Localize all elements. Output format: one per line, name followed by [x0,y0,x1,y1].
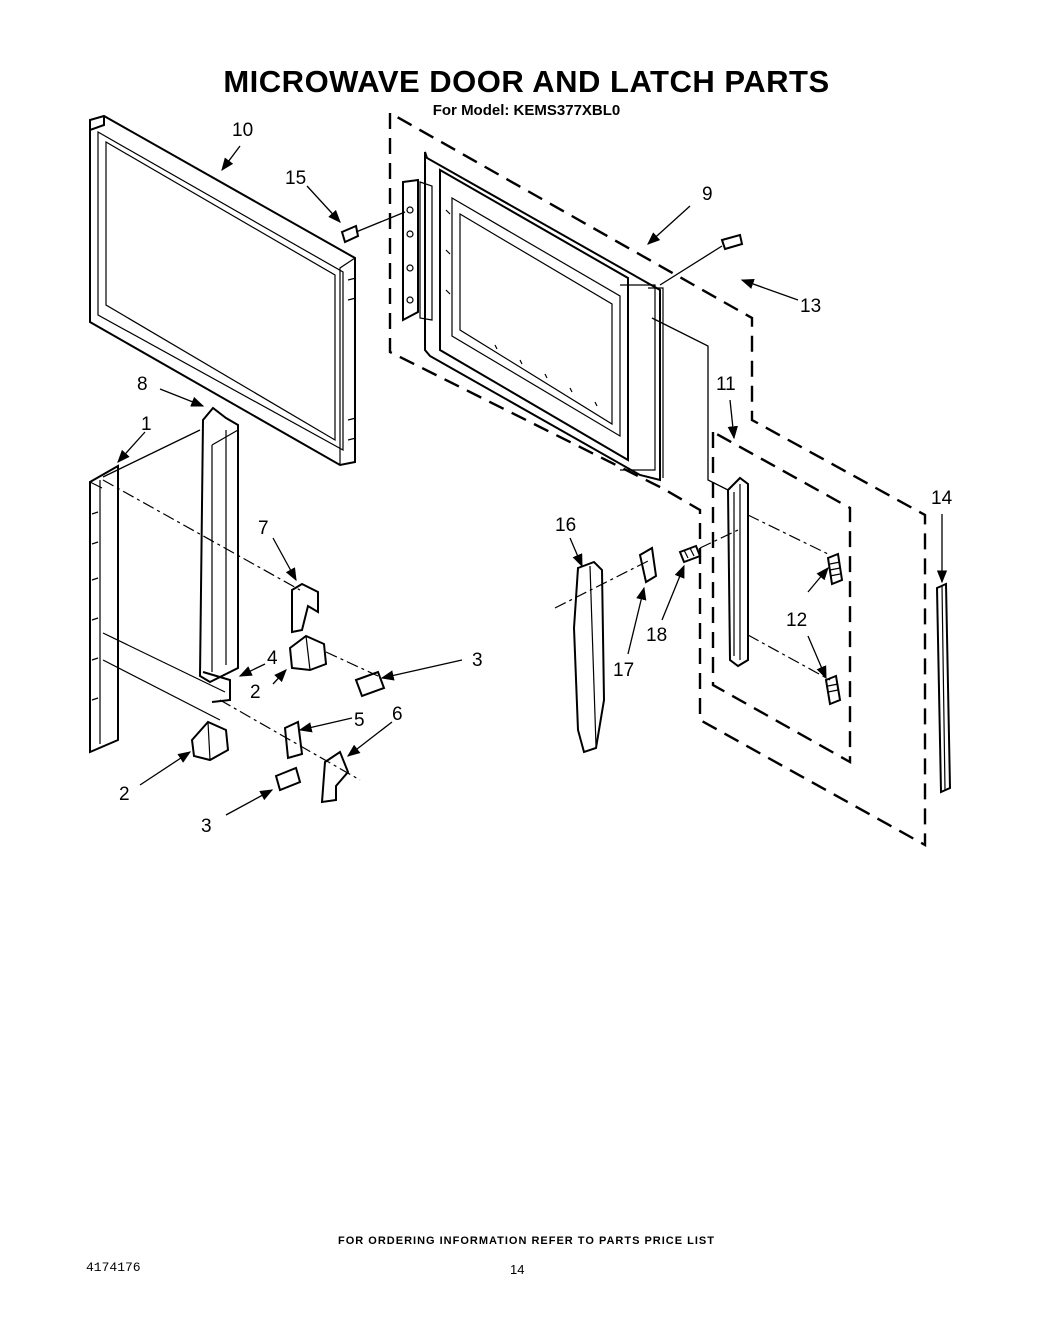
latch-spring-part-12-upper [826,552,844,586]
document-number: 4174176 [86,1260,141,1275]
actuator-part-5 [283,720,304,760]
callout-2-upper: 2 [250,682,261,703]
trim-strip-part-14 [935,582,952,794]
callout-7: 7 [258,518,269,539]
callout-13: 13 [800,296,821,317]
screw-part-15 [340,211,406,244]
callout-18: 18 [646,625,667,646]
inner-door-frame-part-9 [388,111,927,848]
latch-arm-part-7 [291,582,319,634]
bracket-part-6 [320,750,350,804]
callout-17: 17 [613,660,634,681]
callout-14: 14 [931,488,953,509]
latch-handle-part-16 [554,559,651,754]
ordering-note: FOR ORDERING INFORMATION REFER TO PARTS … [338,1235,715,1247]
screw-part-13 [659,233,744,286]
micro-switch-part-3-upper [354,670,386,698]
micro-switch-part-3-lower [274,766,302,792]
door-panel-part-10 [89,114,357,467]
latch-spring-part-12-lower [824,674,842,706]
latch-assembly-part-11 [711,429,852,765]
page-number: 14 [510,1262,525,1277]
callout-2-lower: 2 [119,784,130,805]
callout-3-lower: 3 [201,816,212,837]
latch-hook-part-17 [638,546,658,584]
page-title: MICROWAVE DOOR AND LATCH PARTS [223,64,830,99]
hinge-bar-part-8 [198,406,239,703]
callout-leaders [117,145,948,816]
spring-part-18 [678,529,739,564]
callout-3-upper: 3 [472,650,483,671]
callout-8: 8 [137,374,148,395]
frame-latch-connector [651,317,729,491]
callout-12: 12 [786,610,807,631]
callout-4: 4 [267,648,278,669]
interlock-switch-part-2-lower [190,720,230,762]
assembly-line [325,651,379,677]
callout-11: 11 [716,374,736,395]
callout-5: 5 [354,710,365,731]
callout-6: 6 [392,704,403,725]
callout-16: 16 [555,515,576,536]
callout-15: 15 [285,168,306,189]
interlock-switch-part-2-upper [288,634,328,672]
callout-9: 9 [702,184,713,205]
callout-1: 1 [141,414,152,435]
model-subtitle: For Model: KEMS377XBL0 [432,102,621,119]
callout-10: 10 [232,120,253,141]
mounting-bracket-part-1 [89,429,361,781]
